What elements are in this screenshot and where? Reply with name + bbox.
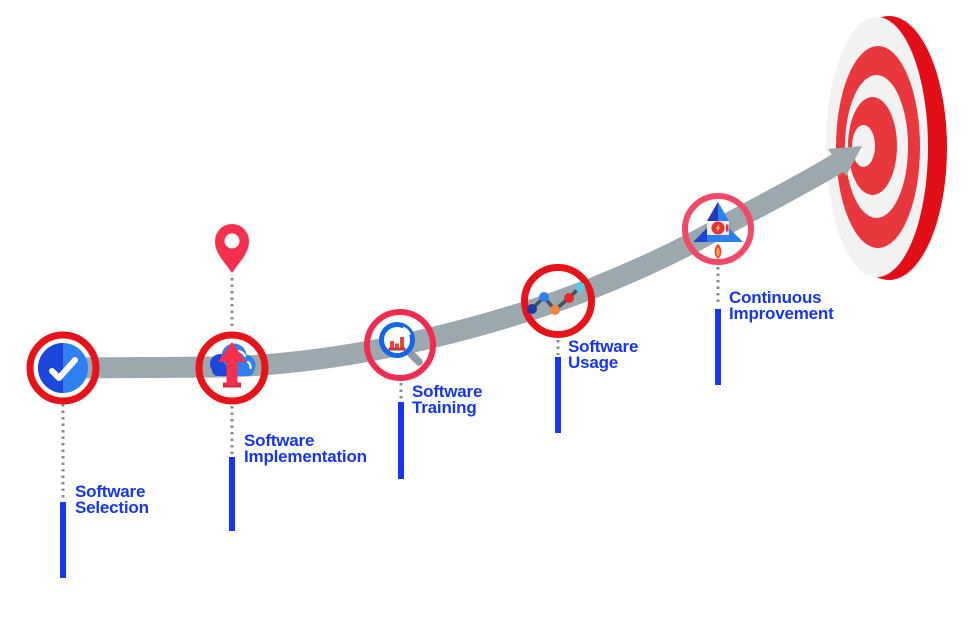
milestone-software-implementation [195, 331, 269, 405]
arrowhead-icon [828, 146, 862, 176]
cloud-upload-icon [210, 342, 256, 388]
location-pin-icon [215, 224, 249, 273]
milestone-continuous-improvement [682, 193, 754, 265]
label-line: Improvement [729, 303, 834, 323]
dotted-connectors [61, 267, 720, 500]
label-line: Implementation [244, 446, 367, 466]
label-line: Software [412, 382, 483, 401]
milestone-ring [521, 264, 595, 338]
milestone-ring [195, 331, 269, 405]
label-software-selection: Software Selection [75, 482, 149, 517]
milestone-ring [26, 331, 100, 405]
curved-arrow-path [62, 146, 862, 379]
label-line: Training [412, 397, 477, 417]
magnifier-bar-chart-icon [379, 322, 423, 366]
label-continuous-improvement: Continuous Improvement [729, 288, 834, 323]
label-software-implementation: Software Implementation [244, 431, 367, 466]
milestone-software-selection [26, 331, 100, 405]
trend-line-chart-icon [527, 282, 585, 315]
label-line: Software [568, 337, 639, 356]
milestone-ring [682, 193, 754, 265]
milestone-software-training [364, 309, 436, 381]
label-line: Software [75, 482, 146, 501]
label-line: Usage [568, 352, 619, 372]
milestone-ring [364, 309, 436, 381]
label-line: Continuous [729, 288, 822, 307]
label-tick-lines [60, 309, 721, 578]
bullseye-target-icon [826, 16, 947, 280]
label-software-training: Software Training [412, 382, 483, 417]
label-software-usage: Software Usage [568, 337, 639, 372]
rocket-icon [693, 202, 743, 259]
label-line: Software [244, 431, 315, 450]
label-line: Selection [75, 497, 149, 517]
check-circle-icon [38, 343, 88, 393]
milestone-software-usage [521, 264, 595, 338]
